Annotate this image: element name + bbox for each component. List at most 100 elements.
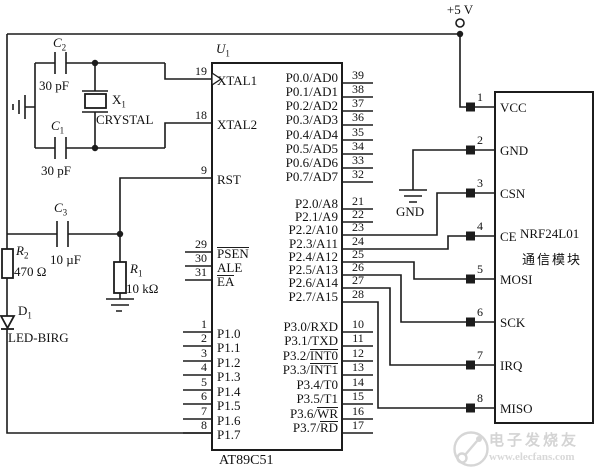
pin-label: P2.4/A12 [288, 249, 338, 264]
pin-number: 3 [201, 346, 207, 360]
pin-number: 29 [195, 237, 207, 251]
nrf-pad-1 [466, 102, 475, 112]
pin-label: XTAL2 [217, 117, 258, 132]
pin-label: VCC [500, 100, 527, 115]
crystal-plates [82, 90, 108, 113]
pin-number: 5 [201, 375, 207, 389]
d1-refdes: D1 [18, 303, 32, 321]
pin-label: P3.4/T0 [296, 377, 338, 392]
pin-number: 6 [477, 305, 483, 319]
pin-label: P3.7/RD [292, 420, 338, 435]
nrf-part-number: NRF24L01 [520, 226, 580, 241]
pin-label: P0.5/AD5 [285, 141, 338, 156]
pin-label: P2.1/A9 [295, 209, 338, 224]
junction-dot-xtal-bottom [91, 144, 99, 152]
pin-number: 2 [477, 133, 483, 147]
x1-value: CRYSTAL [96, 112, 154, 127]
pin-number: 30 [195, 251, 207, 265]
resistor-r2-body [1, 248, 14, 279]
pin-number: 11 [352, 331, 364, 345]
r2-refdes: R2 [16, 243, 29, 261]
x1-refdes: X1 [112, 92, 126, 110]
pin-label: CSN [500, 186, 526, 201]
pin-number: 19 [195, 64, 207, 78]
pin-number: 33 [352, 153, 364, 167]
pin-number: 37 [352, 96, 364, 110]
nrf-pad-6 [466, 317, 475, 327]
mcu-refdes: U1 [216, 41, 230, 59]
power-terminal [455, 18, 465, 28]
pin-label: P3.1/TXD [284, 333, 338, 348]
pin-number: 18 [195, 108, 207, 122]
pin-number: 38 [352, 82, 364, 96]
r2-value: 470 Ω [14, 264, 47, 279]
watermark-url: www.elecfans.com [489, 451, 575, 463]
nrf-pad-2 [466, 145, 475, 155]
pin-number: 35 [352, 125, 364, 139]
pin-label: P2.5/A13 [288, 262, 338, 277]
capacitor-c1-plates [54, 137, 67, 159]
pin-label: P0.2/AD2 [285, 98, 338, 113]
wire-vcc-drop [459, 34, 466, 108]
watermark-logo [453, 431, 489, 467]
pin-number: 7 [477, 348, 483, 362]
pin-number: 8 [201, 418, 207, 432]
watermark-brand: 电子发烧友 [489, 433, 580, 449]
pin-number: 3 [477, 176, 483, 190]
pin-label: RST [217, 172, 241, 187]
pin-number: 9 [201, 163, 207, 177]
led-d1-triangle [0, 315, 16, 330]
c2-refdes: C2 [53, 35, 67, 53]
ground-symbol-nrf [399, 189, 427, 203]
c1-refdes: C1 [51, 118, 65, 136]
pin-label: P3.5/T1 [296, 391, 338, 406]
pin-number: 14 [352, 375, 364, 389]
nrf-pad-3 [466, 188, 475, 198]
pin-number: 1 [201, 317, 207, 331]
pin-number: 4 [201, 360, 207, 374]
pin-label: ALE [217, 260, 243, 275]
power-label: +5 V [446, 2, 474, 17]
pin-label: P3.0/RXD [283, 319, 338, 334]
c3-value: 10 µF [50, 252, 81, 267]
pin-label: XTAL1 [217, 73, 258, 88]
pin-number: 16 [352, 404, 364, 418]
pin-label: MOSI [500, 272, 533, 287]
capacitor-c2-plates [54, 52, 67, 74]
pin-number: 26 [352, 260, 364, 274]
pin-label: IRQ [500, 358, 523, 373]
pin-label: GND [500, 143, 529, 158]
pin-number: 34 [352, 139, 364, 153]
pin-number: 22 [352, 207, 364, 221]
wire-reset-net [7, 177, 212, 299]
pin-label: P3.6/WR [289, 406, 338, 421]
pin-number: 31 [195, 265, 207, 279]
pin-label: P1.7 [217, 427, 241, 442]
pin-label: P3.3/INT1 [282, 362, 338, 377]
pin-label: P0.3/AD3 [285, 112, 338, 127]
pin-label: P1.2 [217, 355, 241, 370]
pin-label: P3.2/INT0 [282, 348, 338, 363]
pin-label: P1.1 [217, 340, 241, 355]
pin-number: 2 [201, 331, 207, 345]
nrf-subtitle: 通信模块 [522, 252, 583, 267]
pin-label: P2.6/A14 [288, 275, 338, 290]
pin-label: P2.2/A10 [288, 222, 338, 237]
pin-number: 36 [352, 110, 364, 124]
pin-number: 39 [352, 68, 364, 82]
nrf-pin-stubs [475, 106, 495, 409]
mcu-p3-stubs [342, 331, 373, 434]
nrf-outline [494, 91, 594, 424]
mcu-p2-wires [342, 192, 466, 409]
ground-symbol-crystal [12, 95, 35, 119]
nrf-pad-5 [466, 274, 475, 284]
r1-value: 10 kΩ [126, 281, 159, 296]
pin-label: EA [217, 274, 235, 289]
c3-refdes: C3 [54, 200, 68, 218]
pin-number: 32 [352, 167, 364, 181]
pin-label: P2.0/A8 [295, 196, 338, 211]
pin-number: 28 [352, 287, 364, 301]
pin-label: MISO [500, 401, 533, 416]
